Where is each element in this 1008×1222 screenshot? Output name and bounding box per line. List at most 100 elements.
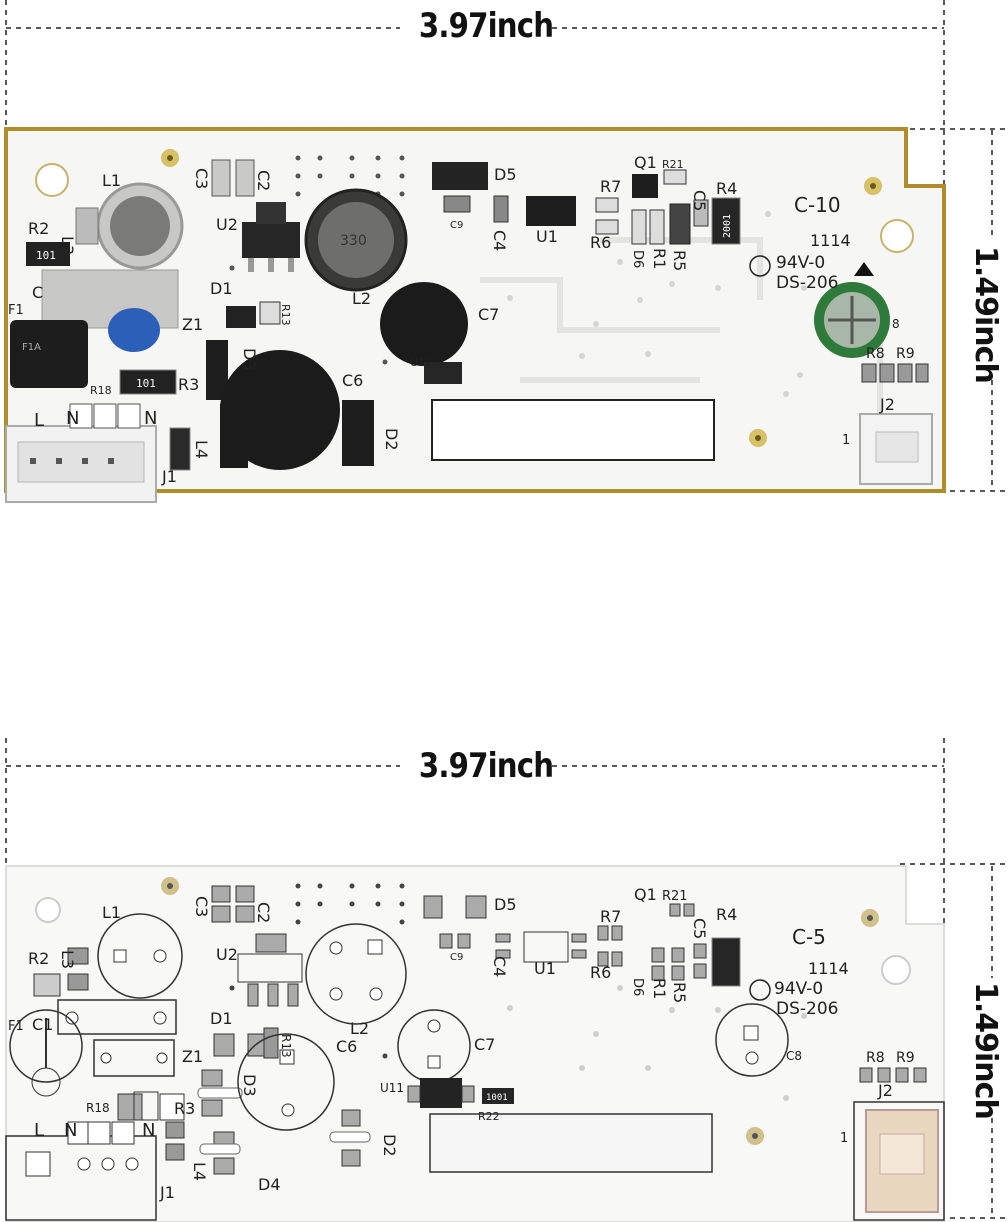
bottom-fuse-f1-footprint xyxy=(9,1009,83,1083)
top-regulator-u2 xyxy=(242,222,300,258)
top-label-c3: C3 xyxy=(192,168,211,189)
bottom-label-u11: U11 xyxy=(380,1081,404,1095)
top-label-c5: C5 xyxy=(690,190,709,211)
top-label-d5: D5 xyxy=(494,165,517,184)
top-label-l4: L4 xyxy=(192,440,211,459)
bottom-label-u1: U1 xyxy=(534,959,556,978)
bottom-capacitor-c8-footprint xyxy=(715,1003,789,1077)
top-fuse-text: F1A xyxy=(22,342,41,353)
bottom-label-l4: L4 xyxy=(190,1162,209,1181)
top-pcb-illustration: 101 F1A 101 xyxy=(4,0,1005,503)
bottom-label-c2: C2 xyxy=(254,902,273,923)
top-label-l1: L1 xyxy=(102,171,121,190)
bottom-label-c7: C7 xyxy=(474,1035,495,1054)
top-dimension-lines xyxy=(5,0,1005,492)
top-fuse-f1 xyxy=(10,320,88,388)
bottom-regulator-u2-footprint xyxy=(237,953,303,983)
bottom-model: DS-206 xyxy=(776,999,838,1019)
top-capacitor-c7 xyxy=(380,282,468,366)
top-label-r4: R4 xyxy=(716,179,737,198)
bottom-label-l1: L1 xyxy=(102,903,121,922)
bottom-label-r5: R5 xyxy=(670,982,689,1003)
top-resistor-r18 xyxy=(119,369,177,395)
top-capacitor-c1 xyxy=(41,269,179,329)
top-resistor-r4 xyxy=(711,197,741,245)
top-label-c2: C2 xyxy=(254,170,273,191)
top-capacitor-c6 xyxy=(220,350,340,470)
bottom-label-r7: R7 xyxy=(600,907,621,926)
top-mount-hole-right xyxy=(880,219,914,253)
top-label-u1: U1 xyxy=(536,227,558,246)
bottom-label-r4: R4 xyxy=(716,905,737,924)
top-label-n2: N xyxy=(144,408,157,429)
top-label-c6: C6 xyxy=(342,371,363,390)
bottom-diode-u11 xyxy=(420,1078,462,1108)
top-label-l2: L2 xyxy=(352,289,371,308)
bottom-label-box xyxy=(429,1113,713,1173)
bottom-label-r13: R13 xyxy=(279,1034,293,1058)
bottom-label-r1: R1 xyxy=(650,978,669,999)
bottom-label-r18: R18 xyxy=(86,1101,110,1115)
bottom-label-c1: C1 xyxy=(32,1015,53,1034)
top-label-f1: F1 xyxy=(8,303,24,318)
bottom-pcb-illustration: 1001 xyxy=(5,738,1005,1222)
bottom-label-d5: D5 xyxy=(494,895,517,914)
bottom-resistor-r4 xyxy=(711,937,741,987)
top-label-c9: C9 xyxy=(450,220,463,231)
top-label-q1: Q1 xyxy=(634,153,657,172)
top-label-r9: R9 xyxy=(896,346,915,362)
top-label-c4: C4 xyxy=(490,230,509,251)
top-model: DS-206 xyxy=(776,273,838,293)
top-width-label: 3.97inch xyxy=(418,6,554,46)
top-label-j1: J1 xyxy=(161,467,177,486)
top-r18-value: 101 xyxy=(136,377,156,390)
top-label-z1: Z1 xyxy=(182,315,203,334)
bottom-label-c3: C3 xyxy=(192,896,211,917)
bottom-label-d3: D3 xyxy=(240,1074,259,1097)
bottom-label-z1: Z1 xyxy=(182,1047,203,1066)
bottom-label-c5: C5 xyxy=(690,918,709,939)
top-label-r8: R8 xyxy=(866,346,885,362)
bottom-label-r9: R9 xyxy=(896,1050,915,1066)
bottom-label-q1: Q1 xyxy=(634,885,657,904)
top-resistor-r2 xyxy=(26,242,70,266)
top-l2-marking: 330 xyxy=(340,233,367,249)
bottom-label-d2: D2 xyxy=(380,1134,399,1157)
top-optocoupler-u1 xyxy=(526,196,576,226)
top-label-r13: R13 xyxy=(279,304,292,326)
bottom-label-c6: C6 xyxy=(336,1037,357,1056)
top-label-r21: R21 xyxy=(662,158,684,171)
bottom-r22-value: 1001 xyxy=(486,1093,508,1103)
bottom-label-n2: N xyxy=(142,1120,155,1141)
top-label-d3: D3 xyxy=(240,348,259,371)
top-label-r2: R2 xyxy=(28,219,49,238)
bottom-pin-one: 1 xyxy=(840,1131,848,1146)
bottom-label-r6: R6 xyxy=(590,963,611,982)
bottom-label-j1: J1 xyxy=(159,1183,175,1202)
bottom-capacitor-c1-footprint xyxy=(57,999,177,1035)
bottom-date-code: 1114 xyxy=(808,959,849,978)
top-label-u2: U2 xyxy=(216,215,238,234)
top-label-l3: L3 xyxy=(58,236,77,255)
top-label-box xyxy=(431,399,715,461)
bottom-label-c4: C4 xyxy=(490,956,509,977)
top-label-d6: D6 xyxy=(630,250,645,268)
top-label-c1: C xyxy=(32,283,43,302)
bottom-label-r2: R2 xyxy=(28,949,49,968)
top-label-u11: U11 xyxy=(410,356,432,369)
bottom-rating: 94V-0 xyxy=(774,979,823,999)
bottom-label-r22: R22 xyxy=(478,1110,500,1123)
bottom-connector-j2 xyxy=(853,1101,945,1221)
bottom-mount-hole-left xyxy=(35,897,61,923)
bottom-width-label: 3.97inch xyxy=(418,746,554,786)
bottom-board-code: C-5 xyxy=(792,925,826,949)
top-varistor-z1 xyxy=(108,308,160,352)
top-label-r3: R3 xyxy=(178,375,199,394)
top-label-r6: R6 xyxy=(590,233,611,252)
bottom-label-r8: R8 xyxy=(866,1050,885,1066)
bottom-label-d1: D1 xyxy=(210,1009,233,1028)
bottom-label-n1: N xyxy=(64,1120,77,1141)
top-label-d1: D1 xyxy=(210,279,233,298)
bottom-label-l: L xyxy=(34,1120,44,1141)
bottom-label-r21: R21 xyxy=(662,889,688,904)
